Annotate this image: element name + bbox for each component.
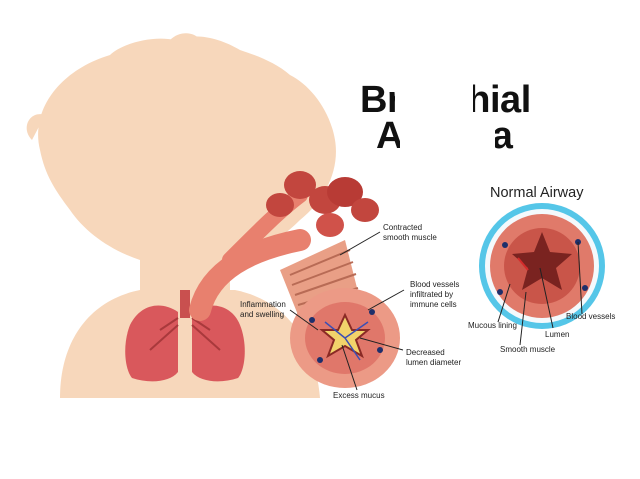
label-inflammation: Inflammation and swelling [240, 300, 286, 319]
label-excess-mucus: Excess mucus [333, 391, 385, 400]
left-lung [125, 305, 178, 382]
label-contracted-muscle: Contracted smooth muscle [383, 223, 437, 242]
trachea [180, 290, 190, 318]
child-silhouette [26, 33, 336, 398]
label-mucous-lining: Mucous lining [468, 321, 517, 330]
lungs [125, 290, 245, 382]
label-smooth-muscle: Smooth muscle [500, 345, 556, 354]
normal-airway-heading: Normal Airway [490, 185, 584, 201]
label-blood-vessels: Blood vessels [566, 312, 616, 321]
asthmatic-airway-section [290, 288, 400, 388]
title-mask-1 [395, 82, 473, 116]
label-lumen: Lumen [545, 330, 570, 339]
normal-airway-section [479, 203, 605, 329]
label-decreased-lumen: Decreased lumen diameter [406, 348, 462, 367]
bronchial-tree [189, 171, 379, 321]
label-blood-vessels-infiltrated: Blood vessels infiltrated by immune cell… [410, 280, 460, 309]
leader-lines [289, 231, 583, 391]
right-lung [192, 305, 245, 382]
title-mask-2 [400, 118, 495, 152]
